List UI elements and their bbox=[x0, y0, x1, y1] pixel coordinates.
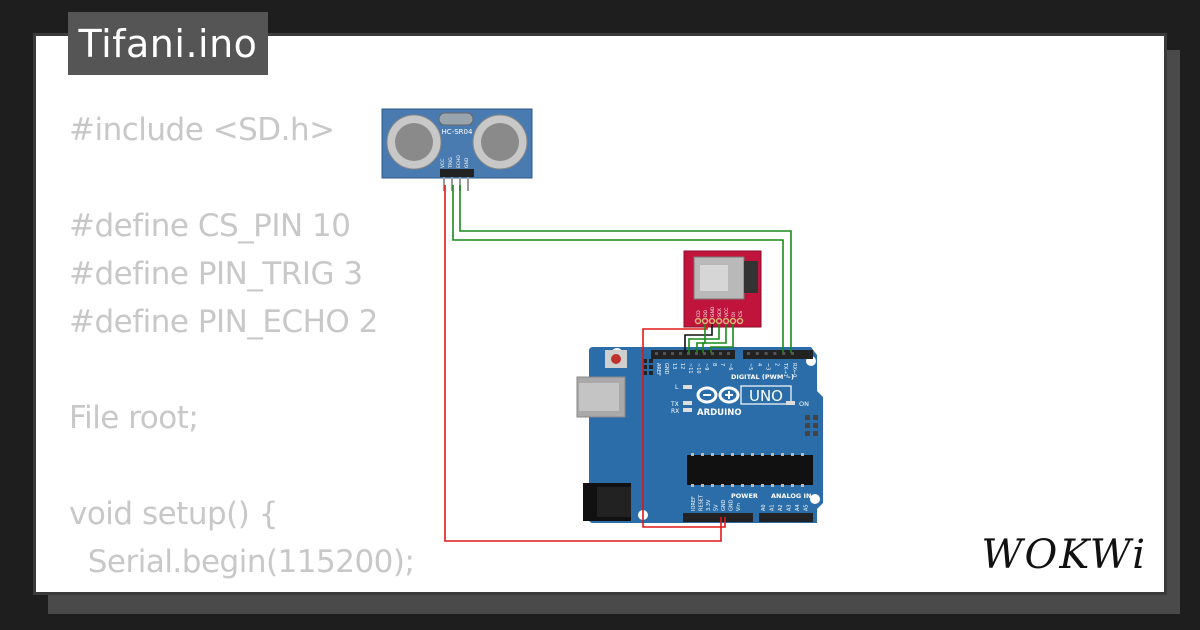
header-pin-label: 7 bbox=[719, 363, 725, 366]
header-pin-label: 2 bbox=[773, 363, 779, 366]
arduino-uno-board[interactable]: UNO ARDUINO DIGITAL (PWM ~) POWER ANALOG… bbox=[576, 347, 823, 523]
led-label-rx: RX bbox=[671, 408, 679, 415]
code-line: Serial.begin(115200); bbox=[69, 544, 415, 580]
sensor-pin-label: TRIG bbox=[448, 157, 454, 169]
header-pin-label: ~11 bbox=[687, 363, 693, 374]
sensor-pin-label: VCC bbox=[440, 159, 446, 168]
header-pin-label: 12 bbox=[679, 363, 685, 369]
wokwi-logo-text: WOKWi bbox=[981, 532, 1147, 578]
circuit-diagram: UNO ARDUINO DIGITAL (PWM ~) POWER ANALOG… bbox=[381, 108, 1147, 578]
header-pin[interactable] bbox=[711, 352, 714, 355]
sensor-label: HC-SR04 bbox=[442, 128, 473, 136]
header-pin[interactable] bbox=[719, 352, 722, 355]
analog-label: ANALOG IN bbox=[771, 492, 811, 500]
wire-echo bbox=[452, 185, 784, 353]
header-pin[interactable] bbox=[791, 352, 794, 355]
wire-sck bbox=[688, 324, 720, 353]
header-pin[interactable] bbox=[773, 352, 777, 355]
wire-di bbox=[702, 324, 727, 353]
header-pin-label: RX←0 bbox=[791, 363, 797, 377]
header-pin[interactable] bbox=[679, 352, 682, 355]
wire-trig bbox=[459, 185, 792, 353]
header-pin-label: ~5 bbox=[747, 363, 753, 370]
header-pin[interactable] bbox=[671, 352, 674, 355]
file-title-tab: Tifani.ino bbox=[68, 12, 268, 75]
wires bbox=[444, 185, 792, 542]
sd-pin-label: CD bbox=[696, 310, 702, 317]
header-pin-label: 4 bbox=[756, 363, 762, 366]
code-line: #define CS_PIN 10 bbox=[69, 208, 351, 244]
header-pin-label: GND bbox=[663, 363, 669, 375]
code-line: #define PIN_ECHO 2 bbox=[69, 304, 378, 340]
header-pin-label: 8 bbox=[711, 363, 717, 366]
header-pin-label: AREF bbox=[655, 363, 661, 376]
header-pin[interactable] bbox=[747, 352, 750, 355]
header-pin-label: ~3 bbox=[765, 363, 771, 370]
code-preview: #include <SD.h> #define CS_PIN 10 #define … bbox=[69, 106, 415, 586]
sd-pin-label: DO bbox=[703, 310, 709, 317]
wire-vcc-sd bbox=[642, 324, 726, 528]
header-pin[interactable] bbox=[703, 352, 706, 355]
analog-pin-label: A0 bbox=[761, 504, 767, 511]
analog-pin-label: A4 bbox=[795, 504, 801, 511]
power-label: POWER bbox=[731, 492, 758, 500]
power-pin-label: Vin bbox=[736, 503, 742, 511]
header-pin[interactable] bbox=[695, 352, 698, 355]
wokwi-logo: WOKWi bbox=[981, 532, 1147, 578]
header-pin[interactable] bbox=[782, 352, 786, 355]
on-label: ON bbox=[799, 400, 809, 408]
sensor-pin-label: ECHO bbox=[456, 155, 462, 168]
code-line: #include <SD.h> bbox=[69, 112, 335, 148]
header-pin-label: 13 bbox=[671, 363, 677, 369]
power-pin-label: 5V bbox=[714, 504, 720, 511]
digital-header-left bbox=[651, 350, 735, 359]
wire-do bbox=[696, 324, 706, 353]
digital-label: DIGITAL (PWM ~) bbox=[731, 373, 794, 381]
sd-pin-label: DI bbox=[731, 312, 737, 317]
code-line: void setup() { bbox=[69, 496, 278, 532]
led-label-tx: TX bbox=[670, 401, 679, 408]
analog-pin-label: A1 bbox=[770, 504, 776, 511]
sd-pin-label: VCC bbox=[724, 308, 730, 317]
power-pin-label: GND bbox=[729, 499, 735, 511]
header-pin[interactable] bbox=[663, 352, 666, 355]
sensor-pin-label: GND bbox=[464, 157, 470, 168]
code-line: #define PIN_TRIG 3 bbox=[69, 256, 363, 292]
power-pin-label: GND bbox=[721, 499, 727, 511]
wire-vcc-sensor bbox=[444, 185, 722, 542]
power-pin-label: RESET bbox=[699, 494, 705, 511]
analog-header bbox=[759, 513, 813, 522]
header-pin[interactable] bbox=[727, 352, 730, 355]
preview-card: #include <SD.h> #define CS_PIN 10 #define … bbox=[33, 33, 1167, 595]
arduino-logo-icon bbox=[696, 386, 740, 404]
sd-pin-label: CS bbox=[738, 311, 744, 317]
header-pin[interactable] bbox=[687, 352, 690, 355]
header-pin-label: TX→1 bbox=[782, 362, 788, 377]
analog-pin-label: A5 bbox=[804, 504, 810, 511]
header-pin-label: ~10 bbox=[695, 363, 701, 374]
header-pin[interactable] bbox=[655, 352, 658, 355]
wire-gnd-sd bbox=[684, 324, 713, 353]
code-line: File root; bbox=[69, 400, 199, 436]
power-pin-label: 3.3V bbox=[706, 499, 712, 511]
atmega-chip bbox=[687, 455, 813, 485]
analog-pin-label: A3 bbox=[787, 504, 793, 511]
power-pin-label: IOREF bbox=[691, 496, 697, 511]
digital-header-right bbox=[743, 350, 813, 359]
power-header bbox=[683, 513, 753, 522]
analog-pin-label: A2 bbox=[778, 504, 784, 511]
header-pin[interactable] bbox=[764, 352, 768, 355]
header-pin-label: ~9 bbox=[703, 363, 709, 370]
header-pin[interactable] bbox=[755, 352, 759, 355]
sd-pin-label: SCK bbox=[717, 307, 723, 317]
led-label-l: L bbox=[675, 384, 679, 391]
brand-label: ARDUINO bbox=[697, 408, 742, 418]
wire-cs bbox=[710, 324, 734, 353]
header-pin-label: ~6 bbox=[727, 363, 733, 370]
model-label: UNO bbox=[749, 387, 783, 405]
sd-pin-label: GND bbox=[710, 306, 716, 317]
